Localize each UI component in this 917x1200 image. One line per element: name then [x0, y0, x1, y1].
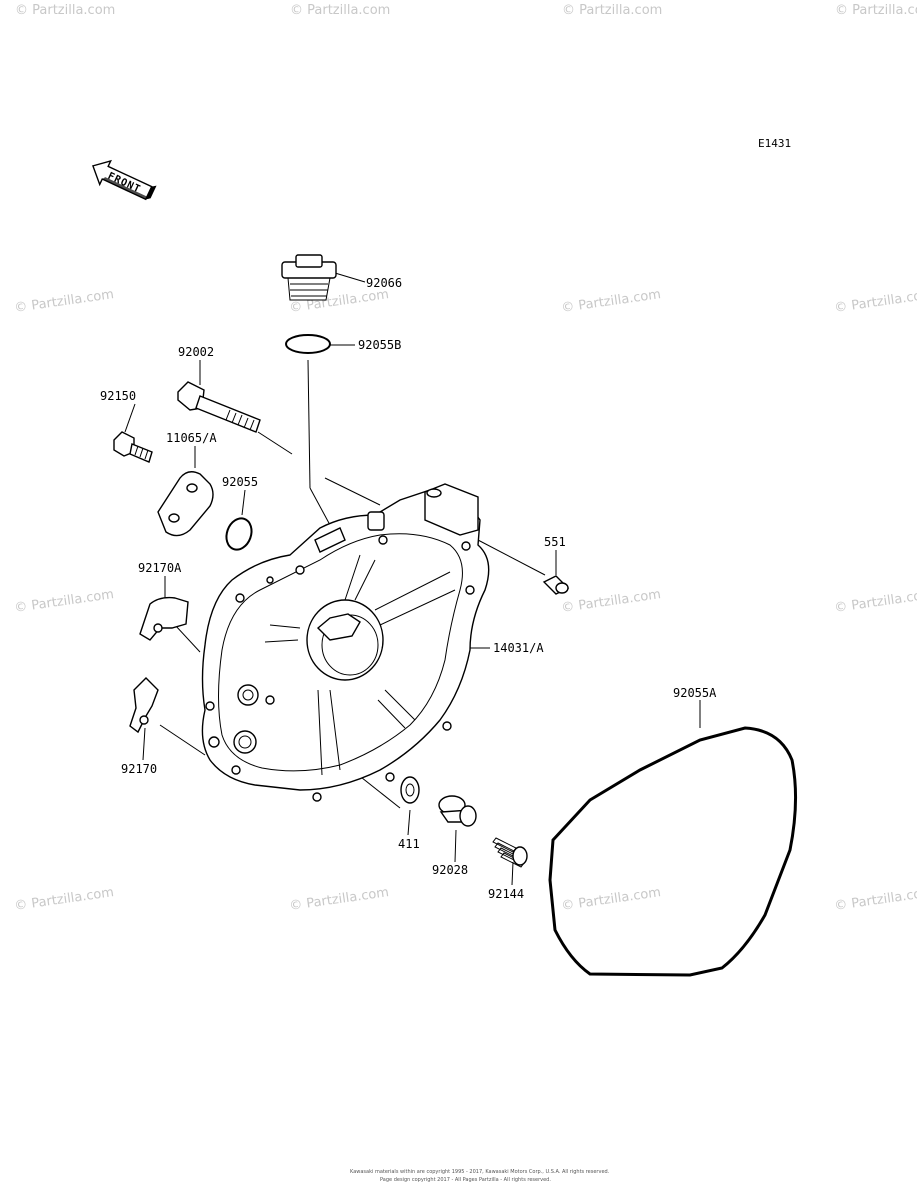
large-gasket-part: [548, 726, 798, 977]
part-label-11065a[interactable]: 11065/A: [166, 431, 217, 445]
watermark: © Partzilla.com: [833, 587, 917, 616]
watermark: © Partzilla.com: [833, 885, 917, 914]
o-ring-part: [285, 334, 331, 354]
gasket-plate-part: [157, 471, 214, 537]
part-label-551[interactable]: 551: [544, 535, 566, 549]
part-label-92055[interactable]: 92055: [222, 475, 258, 489]
watermark: © Partzilla.com: [562, 3, 662, 18]
part-label-92055a[interactable]: 92055A: [673, 686, 717, 700]
front-arrow-icon: FRONT: [92, 159, 157, 201]
dowel-pin-part: [542, 575, 570, 595]
washer-part: [400, 776, 420, 804]
clamp-a-part: [139, 596, 189, 641]
diagram-code: E1431: [758, 137, 791, 150]
part-label-92028[interactable]: 92028: [432, 863, 468, 877]
watermark: © Partzilla.com: [560, 885, 661, 914]
watermark: © Partzilla.com: [290, 3, 390, 18]
watermark: © Partzilla.com: [13, 287, 114, 316]
watermark: © Partzilla.com: [13, 885, 114, 914]
watermark: © Partzilla.com: [833, 287, 917, 316]
part-label-92170[interactable]: 92170: [121, 762, 157, 776]
watermark: © Partzilla.com: [560, 587, 661, 616]
part-label-92055b[interactable]: 92055B: [358, 338, 401, 352]
clutch-cover-part: [201, 483, 490, 802]
clamp-part: [129, 677, 159, 734]
part-label-411[interactable]: 411: [398, 837, 420, 851]
part-labels: 92066 92055B 92002 92150 11065/A 92055 5…: [100, 276, 717, 901]
watermark: © Partzilla.com: [13, 587, 114, 616]
watermark: © Partzilla.com: [835, 3, 917, 18]
small-bolt-part: [113, 431, 153, 463]
part-label-14031a[interactable]: 14031/A: [493, 641, 544, 655]
watermark: © Partzilla.com: [288, 885, 389, 914]
part-label-92170a[interactable]: 92170A: [138, 561, 182, 575]
watermark: © Partzilla.com: [15, 3, 115, 18]
spring-part: [492, 837, 528, 868]
watermark: © Partzilla.com: [288, 287, 389, 316]
long-bolt-part: [177, 381, 261, 433]
part-label-92066[interactable]: 92066: [366, 276, 402, 290]
plug-cap-part: [281, 254, 337, 301]
o-ring-small-part: [225, 517, 253, 551]
part-label-92002[interactable]: 92002: [178, 345, 214, 359]
part-label-92150[interactable]: 92150: [100, 389, 136, 403]
copyright-text-line2: Page design copyright 2017 - All Pages P…: [380, 1177, 551, 1183]
part-label-92144[interactable]: 92144: [488, 887, 524, 901]
watermark: © Partzilla.com: [560, 287, 661, 316]
bushing-part: [438, 795, 477, 827]
copyright-text: Kawasaki materials within are copyright …: [350, 1169, 610, 1175]
